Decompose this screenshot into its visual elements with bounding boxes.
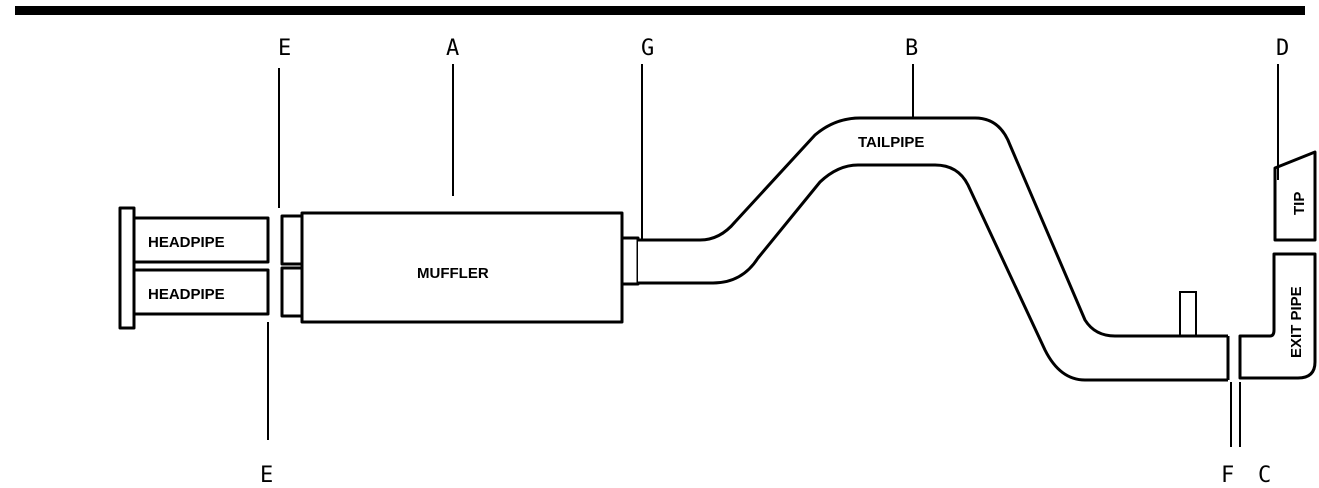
tip-label: TIP bbox=[1291, 192, 1308, 215]
headpipe-flange bbox=[118, 206, 136, 330]
headpipe-lower-label: HEADPIPE bbox=[148, 286, 225, 303]
headpipe-upper-label: HEADPIPE bbox=[148, 234, 225, 251]
callout-f: F bbox=[1221, 463, 1234, 488]
muffler-inlet-upper bbox=[280, 214, 304, 266]
header-rule bbox=[15, 6, 1305, 15]
exit-pipe-label: EXIT PIPE bbox=[1288, 286, 1305, 358]
callout-a: A bbox=[446, 36, 459, 61]
callout-g: G bbox=[641, 36, 654, 61]
callout-e-top: E bbox=[278, 36, 291, 61]
tailpipe-label: TAILPIPE bbox=[858, 134, 924, 151]
headpipe-upper: HEADPIPE bbox=[132, 216, 270, 264]
exit-pipe: EXIT PIPE bbox=[1238, 252, 1317, 380]
muffler-label: MUFFLER bbox=[417, 265, 489, 282]
callout-e-bottom: E bbox=[260, 463, 273, 488]
callout-c: C bbox=[1258, 463, 1271, 488]
tailpipe: TAILPIPE bbox=[638, 116, 1230, 382]
muffler: MUFFLER bbox=[300, 211, 624, 324]
callout-b: B bbox=[905, 36, 918, 61]
headpipe-lower: HEADPIPE bbox=[132, 268, 270, 316]
tailpipe-bracket bbox=[1179, 291, 1197, 336]
tip: TIP bbox=[1273, 150, 1317, 242]
callout-d: D bbox=[1276, 36, 1289, 61]
muffler-outlet-clamp bbox=[620, 236, 640, 286]
muffler-inlet-lower bbox=[280, 266, 304, 318]
